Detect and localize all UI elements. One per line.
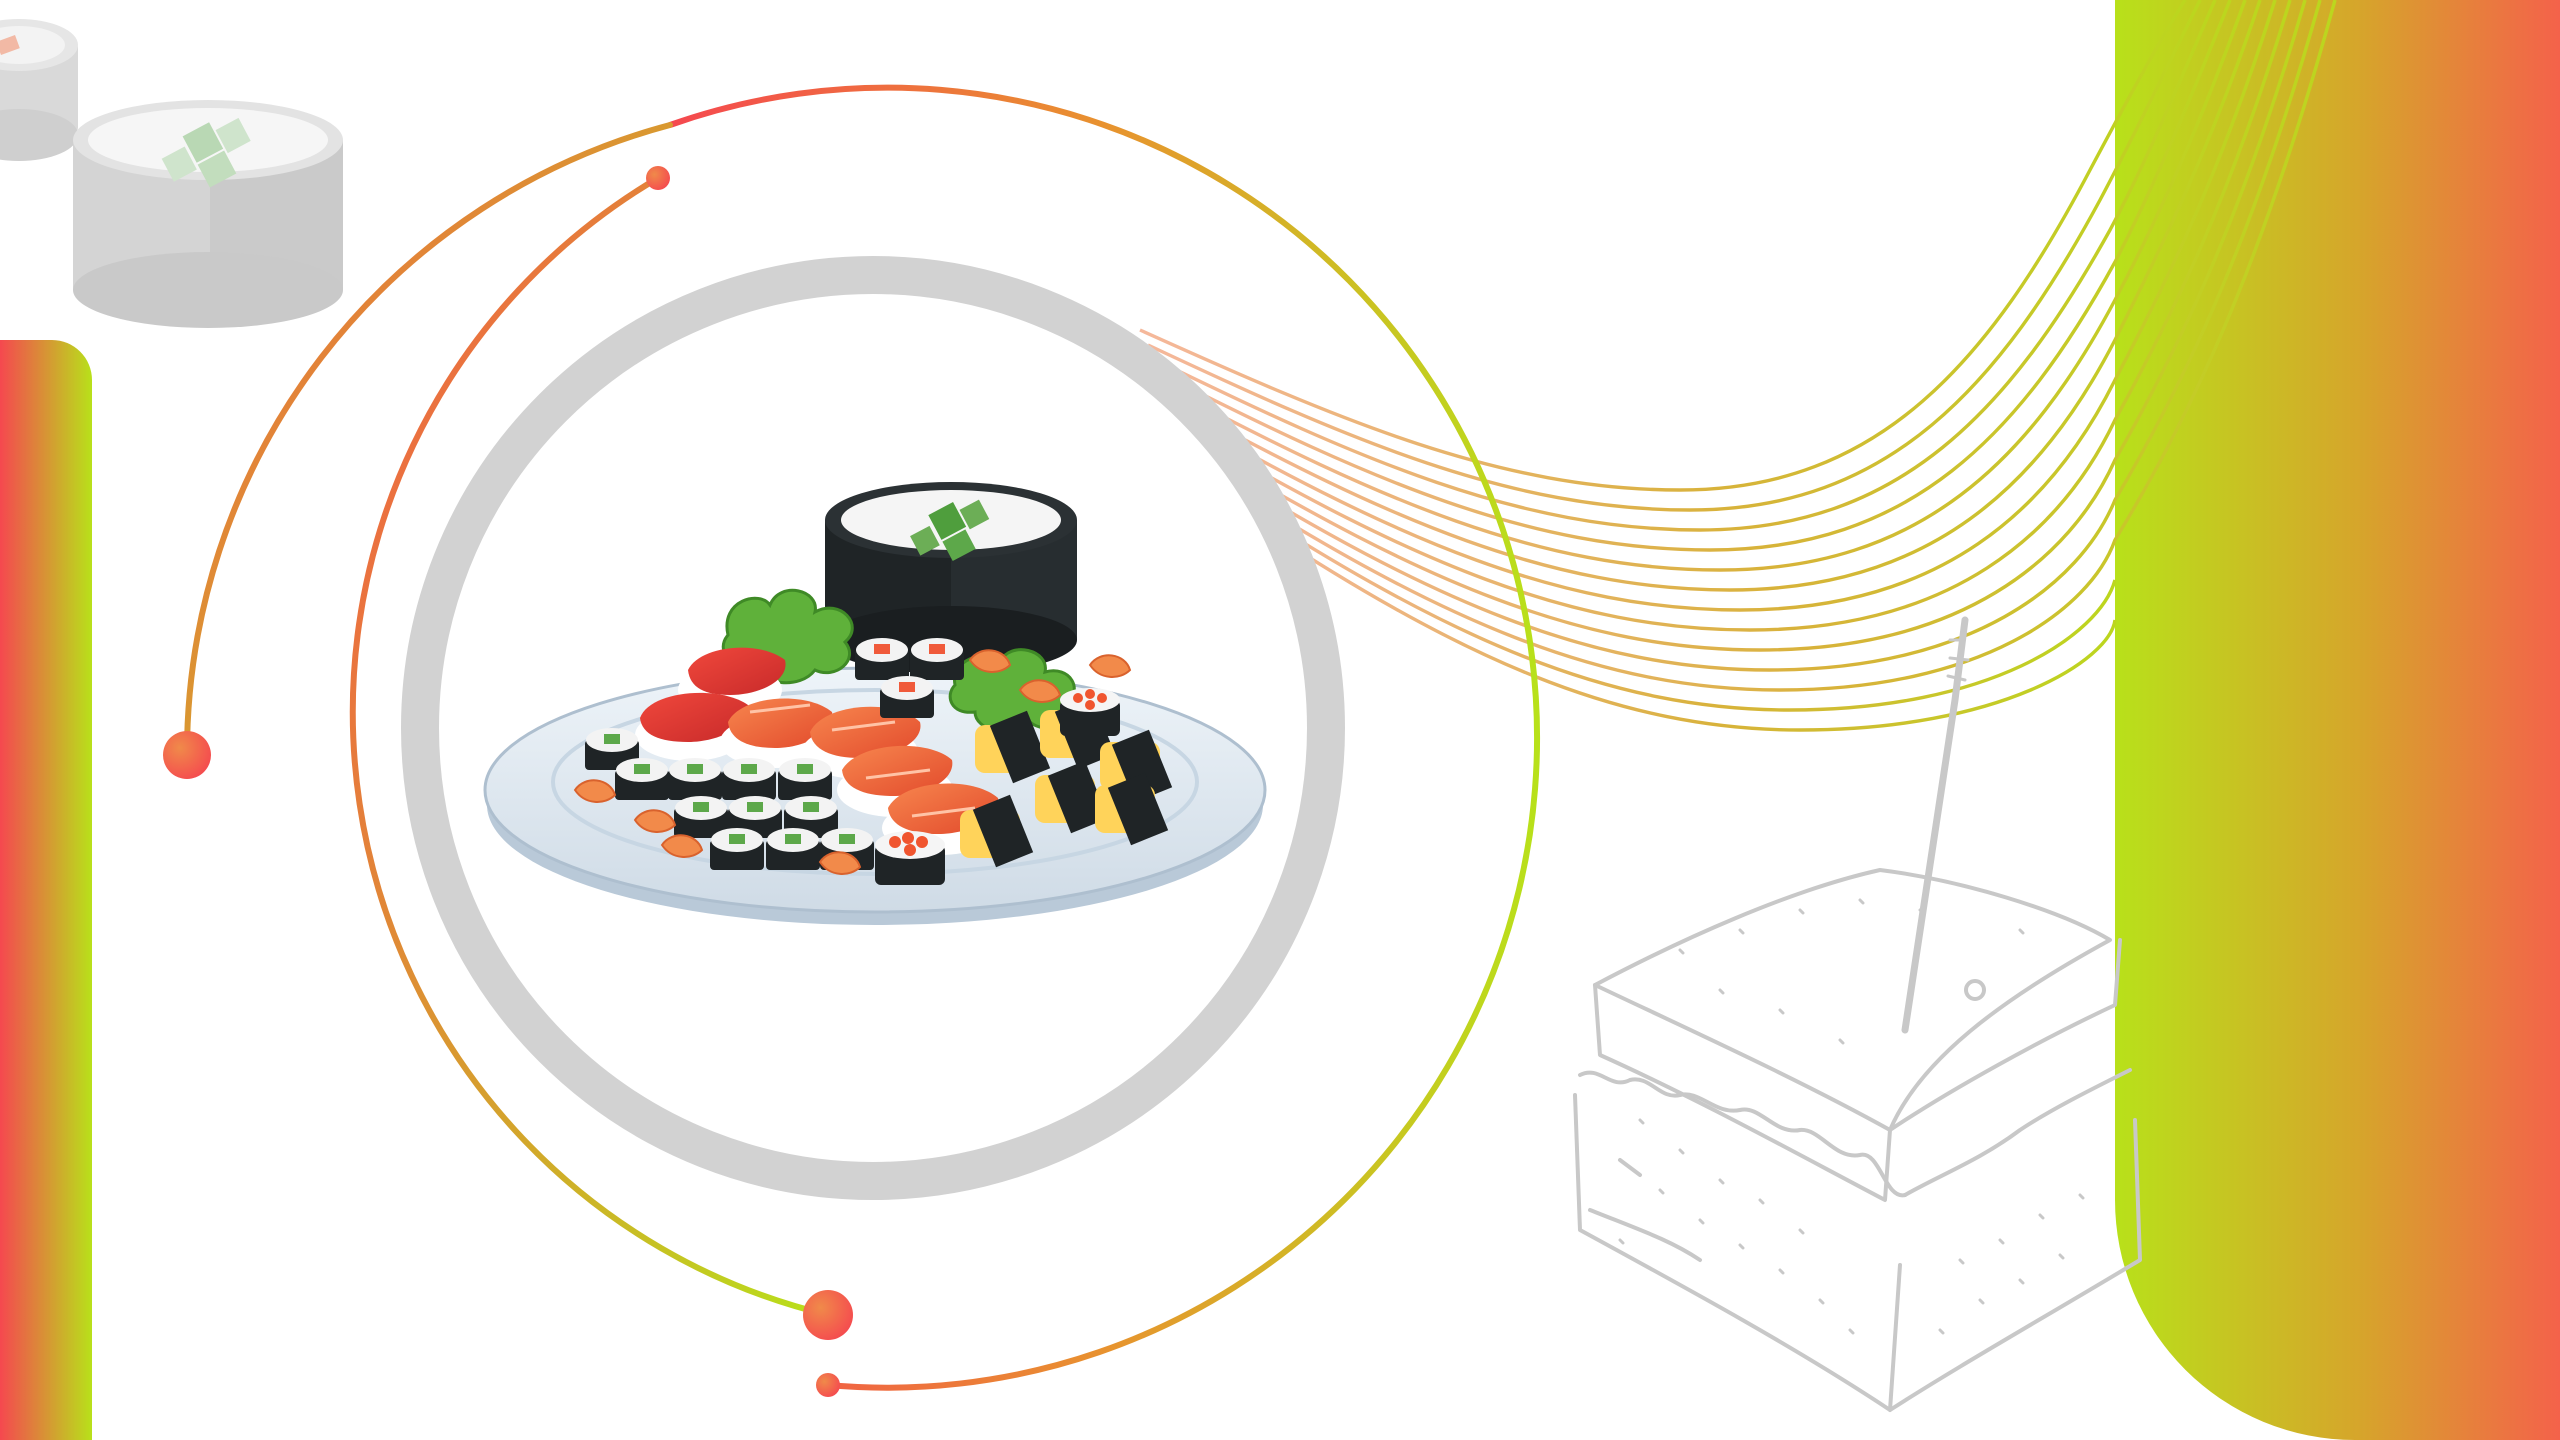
sandwich-sketch-icon: [1573, 616, 2142, 1412]
maki-rolls: [585, 638, 964, 870]
outer-gradient-arc: [667, 84, 1541, 1391]
arc-dot-left: [163, 731, 211, 779]
decorative-wave-lines: [1139, 0, 2337, 732]
left-gradient-strip: [0, 340, 92, 1440]
outer-left-arc: [183, 122, 673, 758]
sushi-roll-decor-icon: [0, 19, 343, 328]
right-gradient-panel: [2115, 0, 2560, 1440]
arc-dot-bottom-large: [803, 1290, 853, 1340]
arc-dot-bottom-small: [816, 1373, 840, 1397]
sushi-platter-icon: [483, 482, 1267, 925]
arc-dot-top: [646, 166, 670, 190]
inner-gradient-arc: [349, 175, 831, 1318]
